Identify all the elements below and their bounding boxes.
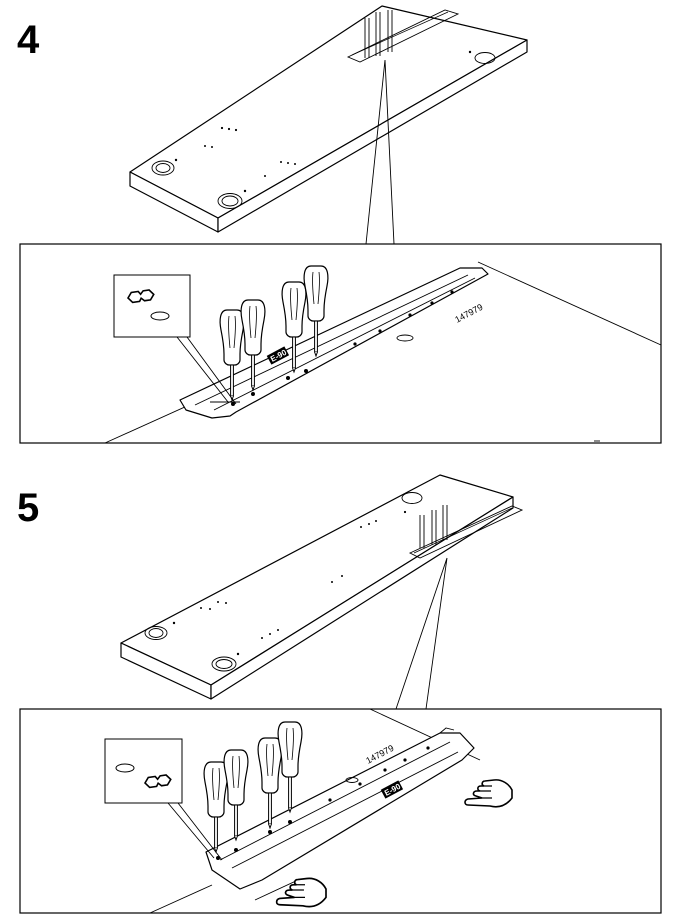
screw-icon xyxy=(126,289,155,304)
screwdriver-icon xyxy=(364,10,393,58)
inset-box xyxy=(113,274,191,338)
step-4: 4 xyxy=(17,5,662,444)
inset-box xyxy=(104,738,183,804)
hole-icon xyxy=(115,763,135,773)
detail-view: 147979 E-90 xyxy=(104,261,662,444)
screw-icon xyxy=(143,774,172,789)
board xyxy=(129,5,528,233)
step-number: 5 xyxy=(17,486,39,530)
hole-icon xyxy=(150,311,170,321)
step-5: 5 xyxy=(17,474,662,914)
board xyxy=(120,474,524,700)
screwdriver-icon xyxy=(419,505,448,548)
step-number: 4 xyxy=(17,18,40,62)
detail-view: 147979 E-90 xyxy=(104,708,513,914)
